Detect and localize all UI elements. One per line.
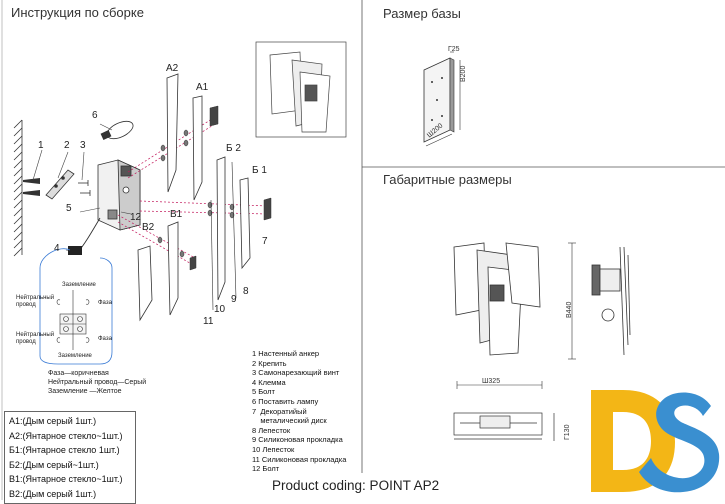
part-item: 7 Декоратийый [252,406,307,416]
ds-logo [585,384,720,496]
assembly-title: Инструкция по сборке [11,5,144,20]
note-b1: Б1:(Янтарное стекло 1шт.) [9,445,120,455]
wiring-diagram [39,248,113,365]
petal-b2 [216,156,226,301]
color-legend: Фаза—коричневая Нейтральный провод—Серый… [48,369,146,396]
overall-size-title: Габаритные размеры [383,172,512,187]
glass-notes: A1:(Дым серый 1шт.) A2:(Янтарное стекло~… [4,411,136,504]
part-item: 11 Силиконовая прокладка [252,454,347,464]
overall-width: Ш325 [482,378,501,385]
part-item: 10 Лепесток [252,444,295,454]
base-depth: Г25 [448,46,460,53]
parts-list: 1 Настенный анкер 2 Крепить 3 Самонареза… [252,349,346,474]
wiring-neutral-bottom: Нейтральный провод [16,332,55,345]
part-item: 1 Настенный анкер [252,349,320,358]
overall-height: В440 [566,301,573,318]
wall-hatch [13,119,23,257]
part-item: 6 Поставить лампу [252,396,319,406]
legend-phase: Фаза—коричневая [48,370,109,377]
note-a2: A2:(Янтарное стекло~1шт.) [9,430,123,441]
note-b2: Б2:(Дым серый~1шт.) [9,459,99,470]
petal-a1 [192,95,203,201]
label-5: 5 [66,203,72,214]
part-item: 4 Клемма [252,377,286,387]
label-4: 4 [54,243,60,254]
wiring-phase-bottom: Фаза [98,336,112,342]
label-1: 1 [38,140,44,151]
petal-v2 [137,245,153,322]
note-a1: A1:(Дым серый 1шт.) [9,416,97,426]
product-coding: Product coding: POINT AP2 [272,478,440,493]
legend-neutral: Нейтральный провод—Серый [48,379,147,386]
base-height: В200 [460,65,467,82]
base-size-drawing [423,51,461,147]
overall-depth: Г130 [564,424,571,440]
note-v1: B1:(Янтарное стекло~1шт.) [9,474,123,484]
product-thumbnail [255,41,347,138]
label-6: 6 [92,110,98,121]
base-size-title: Размер базы [383,6,461,21]
part-item: 3 Самонарезающий винт [252,368,340,378]
part-item: металический диск [252,416,327,426]
label-a1: A1 [196,82,209,93]
screws [78,180,91,196]
wiring-ground-bottom: Заземление [58,353,92,359]
terminal-block [68,246,82,255]
label-v2: B2 [142,222,155,233]
label-v1: B1 [170,209,183,220]
bracket [45,169,75,200]
part-item: 5 Болт [252,387,275,397]
label-b1: Б 1 [252,165,267,176]
petal-a2 [166,73,179,193]
label-10: 10 [214,304,226,315]
part-item: 12 Болт [252,464,280,474]
label-3: 3 [80,140,86,151]
legend-ground: Заземление —Желтое [48,388,122,395]
label-11: 11 [203,316,214,327]
note-v2: B2:(Дым серый 1шт.) [9,488,97,499]
label-a2: A2 [166,63,179,74]
petals [137,73,251,322]
part-item: 2 Крепить [252,358,287,368]
label-12: 12 [130,212,142,223]
petal-b1 [239,177,251,270]
assembly-diagram [13,41,347,365]
wiring-neutral-top: Нейтральный провод [16,295,55,308]
ds-logo-mark [591,390,720,493]
part-item: 8 Лепесток [252,425,291,435]
lamp-bulb [100,120,134,140]
label-2: 2 [64,140,70,151]
label-9: 9 [231,294,237,305]
overall-size-drawing [453,242,631,441]
wiring-phase-top: Фаза [98,300,112,306]
label-7: 7 [262,236,268,247]
label-b2: Б 2 [226,143,241,154]
petal-v1 [167,221,179,316]
part-item: 9 Силиконовая прокладка [252,435,343,445]
label-8: 8 [243,286,249,297]
wiring-ground-top: Заземление [62,282,96,288]
wall-anchors [23,178,40,196]
